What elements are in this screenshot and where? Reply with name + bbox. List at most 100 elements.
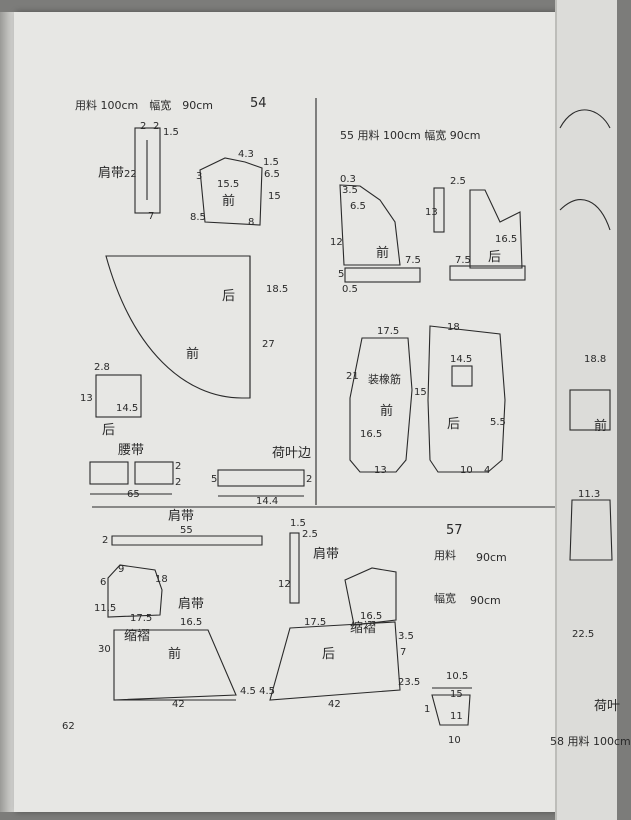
next-footer: 58 用料 100cm	[550, 735, 631, 748]
p56-dim: 18	[155, 574, 168, 585]
p55-strap	[433, 187, 445, 233]
p54-dim: 2	[175, 477, 182, 488]
p55-front-bodice	[339, 184, 401, 266]
p56-dim: 12	[278, 579, 291, 590]
p55-dim: 0.5	[342, 284, 358, 295]
p54-dim: 65	[127, 489, 140, 500]
p54-dim: 15.5	[217, 179, 240, 190]
p56-gather-label: 缩褶	[350, 621, 377, 636]
p54-dim: 1.5	[163, 127, 179, 138]
p55-dim: 2.5	[450, 176, 466, 187]
p56-dim: 4.5 4.5	[240, 686, 275, 697]
p55-front-label: 前	[376, 246, 390, 261]
p54-skirt-piece	[105, 255, 251, 399]
p57-pocket-piece	[431, 694, 471, 726]
p55-dim: 14.5	[450, 354, 473, 365]
p54-header: 用料 100cm 幅宽 90cm	[75, 99, 214, 112]
p55-back-bodice	[469, 189, 523, 269]
p54-dim: 2	[175, 461, 182, 472]
p55-dim: 0.3	[340, 174, 356, 185]
p54-number: 54	[250, 96, 267, 111]
p57-dim: 10.5	[446, 671, 469, 682]
p54-waistband-label: 腰带	[118, 443, 145, 458]
p55-elastic-label: 装橡筋	[368, 373, 401, 386]
p54-front-label: 前	[186, 347, 200, 362]
next-front-label: 前	[594, 419, 608, 434]
p54-ruffle-label: 荷叶边	[272, 446, 312, 461]
p54-ruffle-piece	[217, 469, 305, 487]
p56-dim: 2	[102, 535, 109, 546]
p57-dim: 1	[424, 704, 431, 715]
p56-dim: 23.5	[398, 677, 421, 688]
p55-dim: 5	[338, 269, 345, 280]
p54-dim: 8	[248, 217, 255, 228]
p54-front-label: 前	[222, 194, 236, 209]
p56-dim: 6	[100, 577, 107, 588]
p56-back-label: 后	[322, 647, 336, 662]
p55-dim: 17.5	[377, 326, 400, 337]
next-ruffle-label: 荷叶	[594, 699, 621, 714]
p54-bodice-piece	[199, 157, 263, 226]
p56-front-label: 前	[168, 647, 182, 662]
p55-back-leg	[427, 325, 506, 473]
p56-dim: 16.5	[360, 611, 383, 622]
p54-dim: 14.4	[256, 496, 279, 507]
p56-dim: 30	[98, 644, 111, 655]
p57-fabric-value: 90cm	[476, 551, 507, 564]
p55-dim: 6.5	[350, 201, 366, 212]
p56-front-bodice	[107, 564, 163, 618]
p55-dim: 7.5	[405, 255, 421, 266]
p55-dim: 15	[414, 387, 427, 398]
p55-dim: 16.5	[360, 429, 383, 440]
p55-dim: 10	[460, 465, 473, 476]
p54-dim: 2.8	[94, 362, 110, 373]
p55-dim: 5.5	[490, 417, 506, 428]
p55-dim: 21	[346, 371, 359, 382]
p57-dim: 15	[450, 689, 463, 700]
p54-dim: 2	[153, 121, 160, 132]
page-binding-edge	[0, 12, 14, 812]
p54-pocket-piece	[95, 374, 142, 418]
p55-header: 55 用料 100cm 幅宽 90cm	[340, 129, 481, 142]
p56-dim: 16.5	[180, 617, 203, 628]
p56-strap-piece	[111, 535, 263, 546]
p56-dim: 42	[172, 699, 185, 710]
p56-back-skirt	[269, 621, 401, 701]
p54-dim: 4.3	[238, 149, 254, 160]
p56-back-bodice	[344, 567, 397, 626]
next-dim: 11.3	[578, 489, 601, 500]
p55-front-leg	[349, 337, 413, 473]
p56-dim: 7	[400, 647, 407, 658]
p54-back-label: 后	[222, 289, 236, 304]
p56-dim: 1.5	[290, 518, 306, 529]
p56-dim: 42	[328, 699, 341, 710]
p57-fabric-label: 用料	[434, 549, 456, 562]
p54-dim: 2	[306, 474, 313, 485]
p54-dim: 8.5	[190, 212, 206, 223]
p54-dim: 27	[262, 339, 275, 350]
p55-back-label: 后	[447, 417, 461, 432]
book-page	[14, 12, 562, 812]
p56-dim: 9	[118, 564, 125, 575]
p54-strap-piece	[134, 127, 161, 214]
p56-dim: 17.5	[130, 613, 153, 624]
p57-width-label: 幅宽	[434, 592, 456, 605]
p55-dim: 4	[484, 465, 491, 476]
p55-dim: 12	[330, 237, 343, 248]
next-page-figure	[559, 109, 611, 129]
page-number: 62	[62, 721, 75, 732]
p54-strap-label: 肩带	[98, 166, 125, 181]
p54-dim: 5	[211, 474, 218, 485]
next-dim: 22.5	[572, 629, 595, 640]
p56-strap-label: 肩带	[168, 509, 195, 524]
p56-dim: 11.5	[94, 603, 117, 614]
p54-dim: 18.5	[266, 284, 289, 295]
adjacent-page	[555, 0, 617, 820]
p56-front-skirt	[113, 629, 237, 701]
p54-dim: 2	[140, 121, 147, 132]
p57-number: 57	[446, 523, 463, 538]
p56-dim: 17.5	[304, 617, 327, 628]
p55-front-label: 前	[380, 404, 394, 419]
p56-shoulder-label: 肩带	[313, 547, 340, 562]
p55-dim: 13	[374, 465, 387, 476]
